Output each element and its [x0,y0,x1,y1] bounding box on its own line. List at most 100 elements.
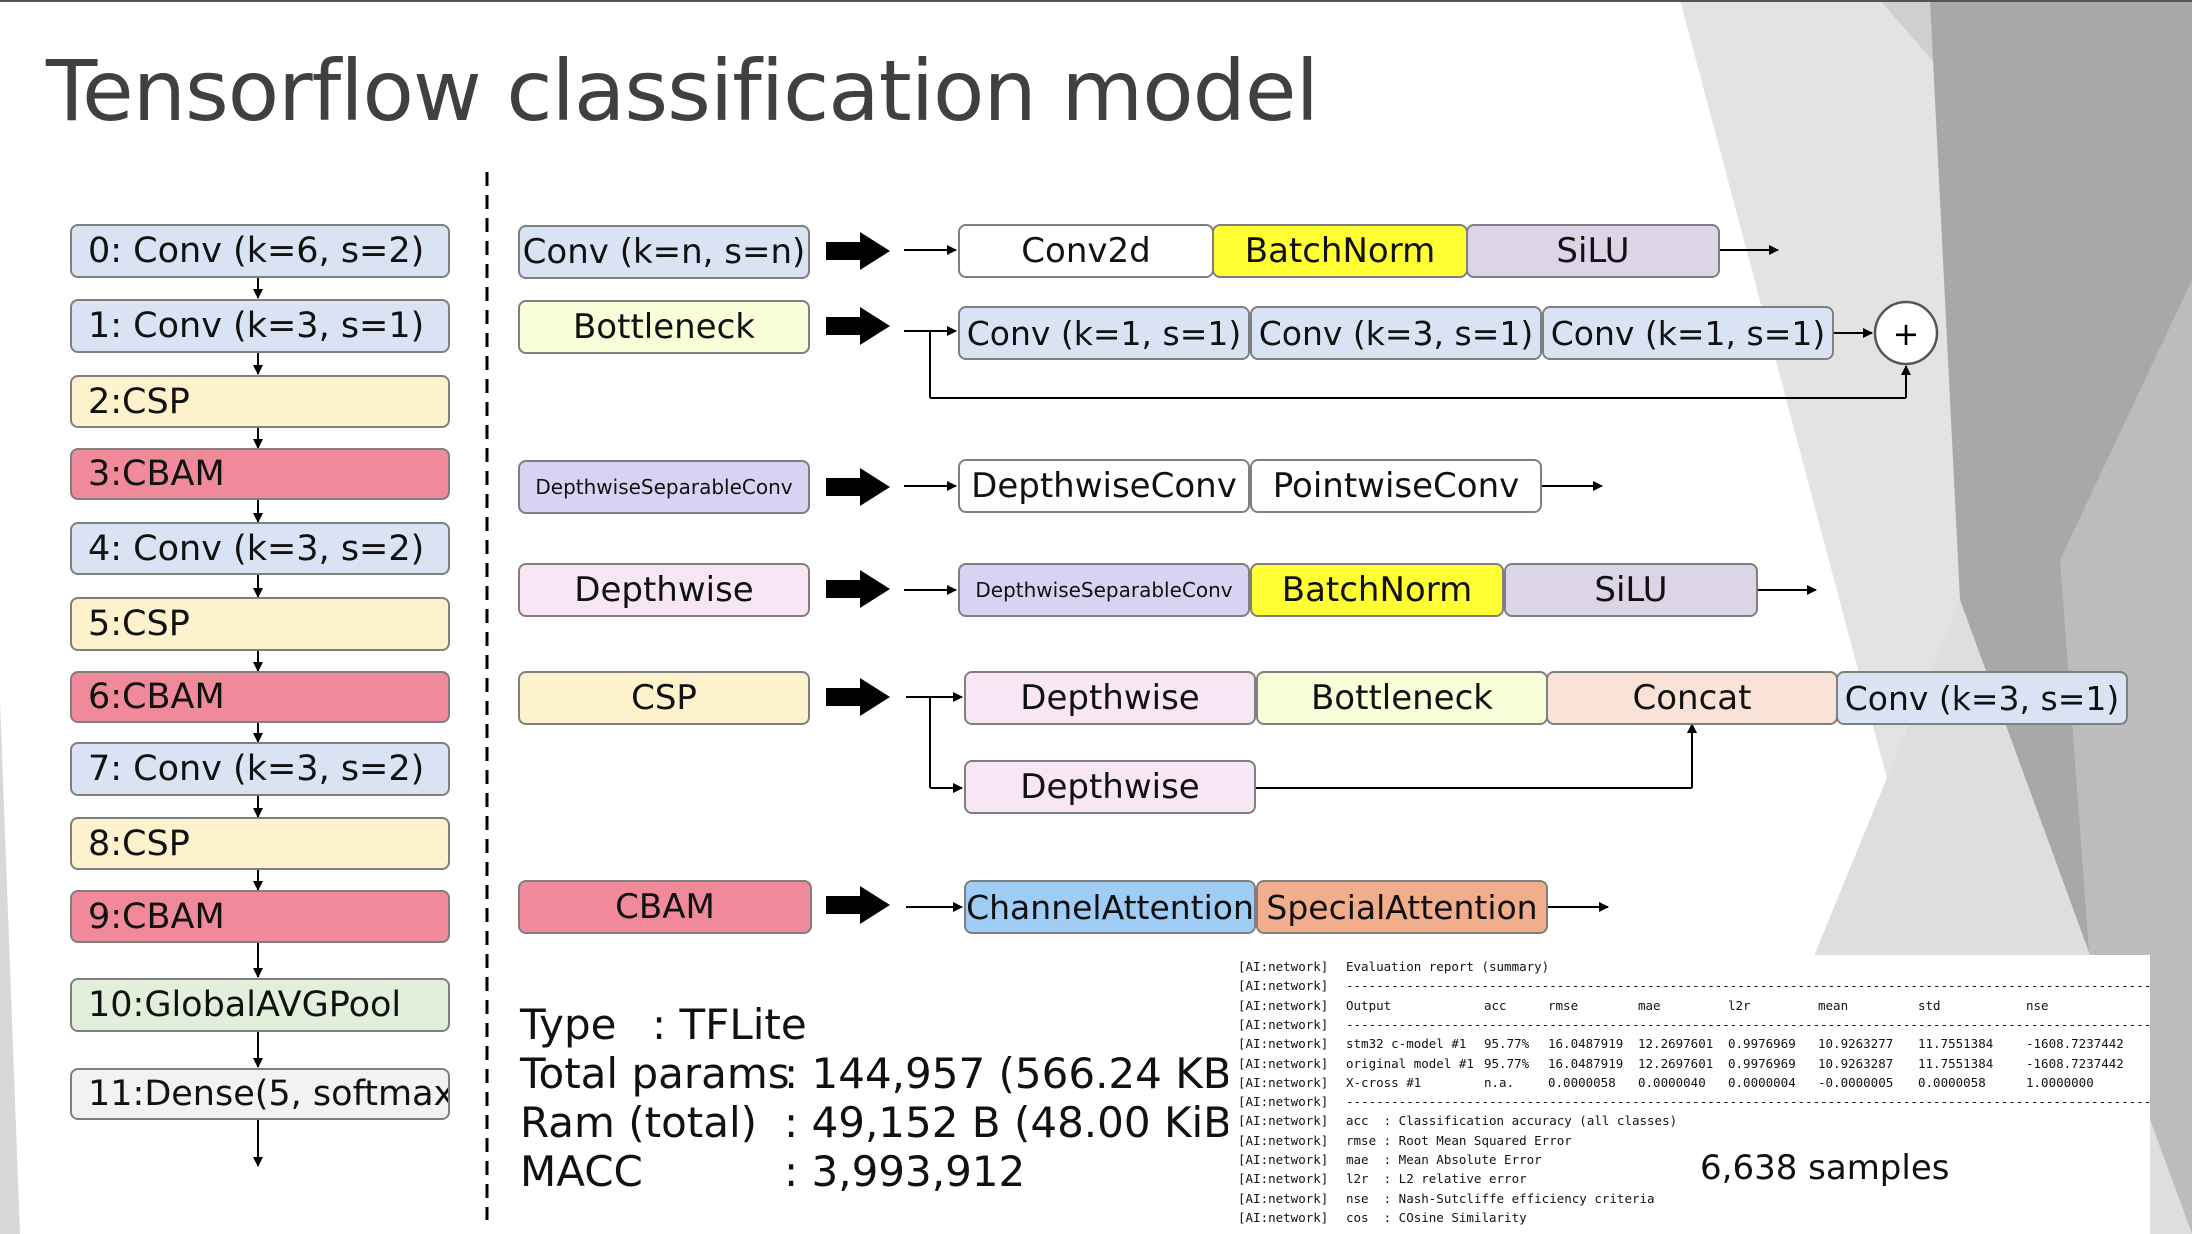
report-prefix: [AI:network] [1238,1094,1329,1110]
block-conv: Conv (k=n, s=n) [518,225,810,279]
csp-part-depthwise: Depthwise [964,671,1256,725]
conv-part-silu: SiLU [1466,224,1720,278]
report-header-cell: rmse [1548,997,1579,1013]
report-cell: -1608.7237442 [2026,1055,2124,1071]
layer-9-cbam: 9:CBAM [70,890,450,943]
report-cell: 12.2697601 [1638,1055,1714,1071]
report-header-cell: std [1918,997,1941,1013]
layer-0-conv: 0: Conv (k=6, s=2) [70,224,450,278]
report-cell: 0.0000040 [1638,1074,1706,1090]
report-header-cell: nse [2026,997,2049,1013]
report-cell: 0.0000058 [1918,1074,1986,1090]
report-cell: original model #1 [1346,1055,1474,1071]
csp-branch-depthwise: Depthwise [964,760,1256,814]
samples-count: 6,638 samples [1700,1148,1950,1188]
report-prefix: [AI:network] [1238,978,1329,994]
report-cell: 0.0000058 [1548,1074,1616,1090]
report-prefix: [AI:network] [1238,1171,1329,1187]
report-cell: 11.7551384 [1918,1055,1994,1071]
report-legend-line: cos : COsine Similarity [1346,1209,1527,1225]
stat-ram-value: : 49,152 B (48.00 KiB) [784,1098,1249,1147]
report-prefix: [AI:network] [1238,997,1329,1013]
block-bottleneck: Bottleneck [518,300,810,354]
slide-title: Tensorflow classification model [46,42,1319,140]
report-separator: ----------------------------------------… [1346,978,2150,994]
report-cell: 0.9976969 [1728,1055,1796,1071]
layer-8-csp: 8:CSP [70,817,450,870]
layer-3-cbam: 3:CBAM [70,448,450,500]
stat-params-label: Total params [520,1049,790,1098]
cbam-part-channel-attention: ChannelAttention [964,880,1256,934]
report-cell: 95.77% [1484,1036,1530,1052]
bottleneck-part-conv-2: Conv (k=3, s=1) [1250,306,1542,360]
layer-6-cbam: 6:CBAM [70,671,450,723]
report-header-cell: acc [1484,997,1507,1013]
depthwise-part-batchnorm: BatchNorm [1250,563,1504,617]
stat-ram-label: Ram (total) [520,1098,758,1147]
top-border [0,0,2192,2]
add-symbol: + [1893,315,1920,353]
report-prefix: [AI:network] [1238,1113,1329,1129]
report-prefix: [AI:network] [1238,1152,1329,1167]
report-legend-line: acc : Classification accuracy (all class… [1346,1113,1678,1129]
report-cell: X-cross #1 [1346,1074,1422,1090]
block-depthwise: Depthwise [518,563,810,617]
layer-4-conv: 4: Conv (k=3, s=2) [70,522,450,575]
block-csp: CSP [518,671,810,725]
csp-part-bottleneck: Bottleneck [1256,671,1548,725]
depthwise-part-silu: SiLU [1504,563,1758,617]
report-cell: 95.77% [1484,1055,1530,1071]
layer-2-csp: 2:CSP [70,375,450,428]
report-prefix: [AI:network] [1238,1055,1329,1071]
cbam-part-special-attention: SpecialAttention [1256,880,1548,934]
stat-type-value: : TFLite [652,1000,807,1049]
stat-macc-value: : 3,993,912 [784,1147,1026,1196]
report-cell: -1608.7237442 [2026,1036,2124,1052]
evaluation-report: [AI:network] Evaluation report (summary) [… [1228,955,2150,1234]
dsconv-part-depthwiseconv: DepthwiseConv [958,459,1250,513]
report-prefix: [AI:network] [1238,1074,1329,1090]
report-legend-line: mae : Mean Absolute Error [1346,1152,1542,1167]
report-cell: 11.7551384 [1918,1036,1994,1052]
layer-10-pool: 10:GlobalAVGPool [70,978,450,1032]
report-prefix: [AI:network] [1238,1132,1329,1148]
report-prefix: [AI:network] [1238,1036,1329,1052]
report-prefix: [AI:network] [1238,1209,1329,1225]
report-cell: 12.2697601 [1638,1036,1714,1052]
csp-part-concat: Concat [1546,671,1838,725]
report-header-cell: mae [1638,997,1661,1013]
report-cell: 10.9263287 [1818,1055,1894,1071]
report-cell: 0.9976969 [1728,1036,1796,1052]
report-legend-line: l2r : L2 relative error [1346,1171,1527,1187]
report-header-cell: mean [1818,997,1849,1013]
report-cell: stm32 c-model #1 [1346,1036,1467,1052]
layer-7-conv: 7: Conv (k=3, s=2) [70,742,450,796]
csp-part-conv: Conv (k=3, s=1) [1836,671,2128,725]
report-cell: 10.9263277 [1818,1036,1894,1052]
report-title: Evaluation report (summary) [1346,959,1550,974]
report-cell: n.a. [1484,1074,1515,1090]
report-prefix: [AI:network] [1238,1190,1329,1206]
layer-1-conv: 1: Conv (k=3, s=1) [70,299,450,353]
layer-11-dense: 11:Dense(5, softmax) [70,1068,450,1120]
block-dsconv: DepthwiseSeparableConv [518,460,810,514]
depthwise-part-dsconv: DepthwiseSeparableConv [958,563,1250,617]
report-prefix: [AI:network] [1238,959,1329,974]
layer-5-csp: 5:CSP [70,597,450,651]
report-header-cell: l2r [1728,997,1751,1013]
report-cell: 16.0487919 [1548,1036,1624,1052]
report-cell: -0.0000005 [1818,1074,1894,1090]
dsconv-part-pointwiseconv: PointwiseConv [1250,459,1542,513]
report-legend-line: nse : Nash-Sutcliffe efficiency criteria [1346,1190,1655,1206]
report-legend-line: rmse : Root Mean Squared Error [1346,1132,1572,1148]
stat-type-label: Type [520,1000,617,1049]
report-prefix: [AI:network] [1238,1016,1329,1032]
block-cbam: CBAM [518,880,812,934]
conv-part-batchnorm: BatchNorm [1212,224,1468,278]
report-cell: 1.0000000 [2026,1074,2094,1090]
stat-macc-label: MACC [520,1147,643,1196]
bottleneck-part-conv-3: Conv (k=1, s=1) [1542,306,1834,360]
report-separator: ----------------------------------------… [1346,1016,2150,1032]
